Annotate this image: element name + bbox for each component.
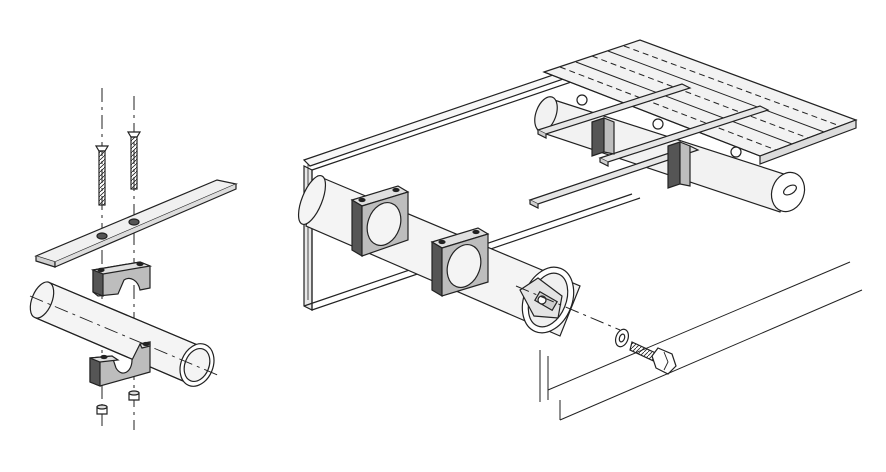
nut-left	[96, 404, 108, 415]
clamp-block-2	[430, 227, 490, 298]
shaft-axis	[515, 285, 621, 331]
wear-strips	[528, 83, 770, 209]
tube	[29, 281, 221, 387]
right-assembly-view	[297, 39, 863, 421]
screw-left	[94, 145, 110, 206]
belt-modules	[542, 39, 858, 165]
support-blocks	[591, 117, 691, 189]
wear-strip	[34, 179, 238, 268]
washer	[614, 328, 630, 348]
clamp-block-1	[350, 185, 410, 258]
left-exploded-view	[29, 88, 238, 430]
frame-lines	[539, 261, 863, 421]
clamp-bottom	[89, 341, 151, 387]
clamp-top	[90, 261, 153, 297]
nut-right	[128, 390, 140, 401]
screw-right	[126, 131, 142, 190]
hex-bolt	[629, 341, 677, 375]
